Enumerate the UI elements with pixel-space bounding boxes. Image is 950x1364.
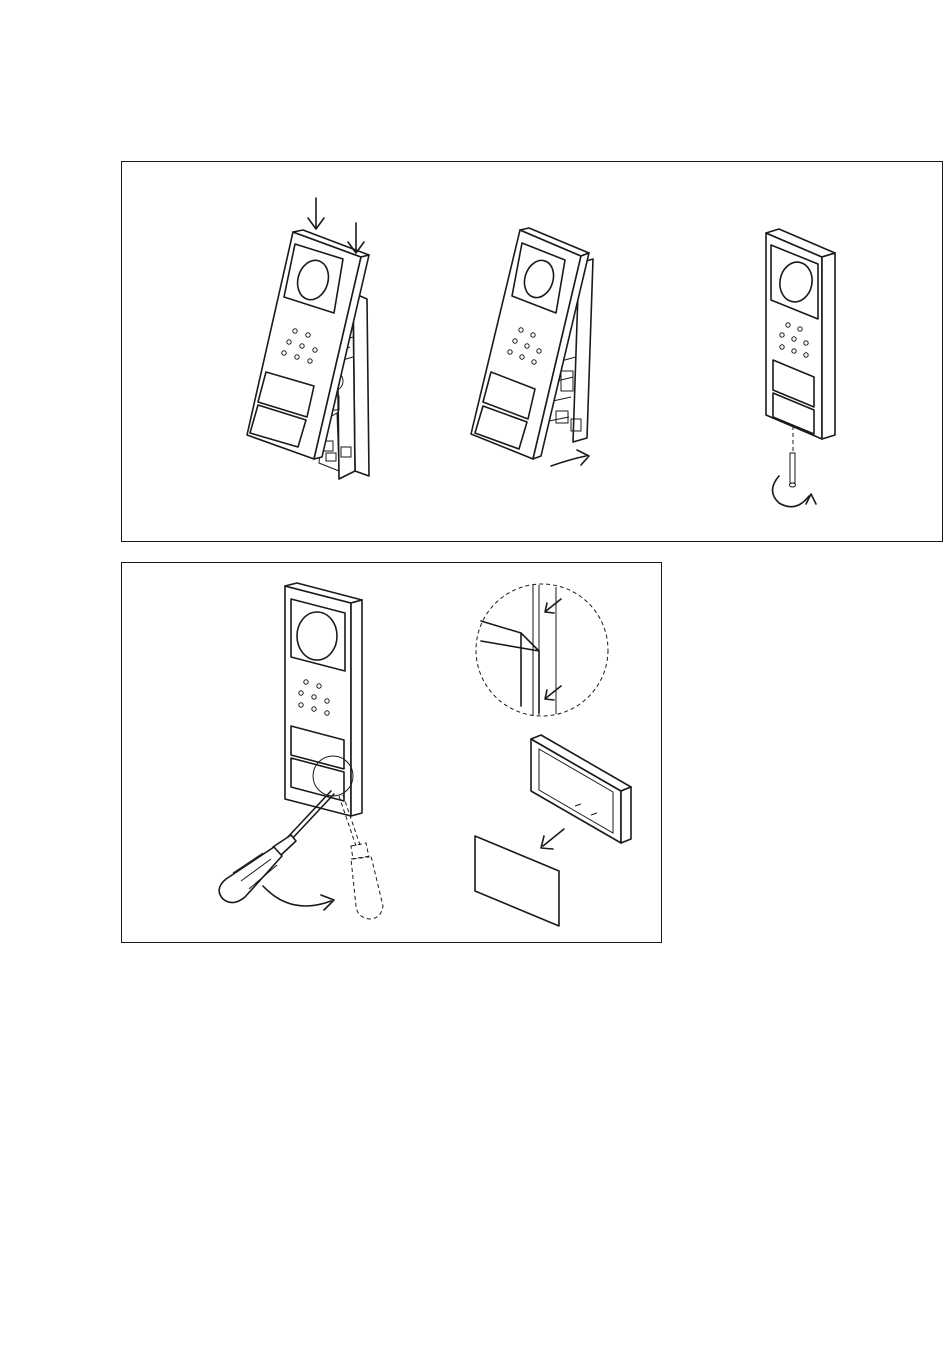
magnifier-detail-icon [476,584,608,716]
front-panel [766,229,835,439]
assembly-steps-illustration [122,162,942,541]
curved-arrow-icon [773,476,817,507]
step3-door-station [766,229,835,507]
arrow-down-icon [545,686,561,700]
panel-top-assembly [121,161,943,542]
name-tag-cover [531,735,631,843]
arrow-down-icon [545,599,561,613]
panel-bottom-label-change [121,562,662,943]
curved-arrow-icon [263,886,334,910]
step4-door-station [285,583,362,816]
screwdriver-icon [790,426,796,487]
arrow-down-icon [541,829,564,849]
label-replacement-illustration [122,563,661,942]
label-card-icon [475,836,559,926]
arrow-down-icon [308,198,324,229]
step2-door-station [471,228,593,466]
curved-arrow-icon [551,450,589,466]
step1-door-station [247,198,369,479]
